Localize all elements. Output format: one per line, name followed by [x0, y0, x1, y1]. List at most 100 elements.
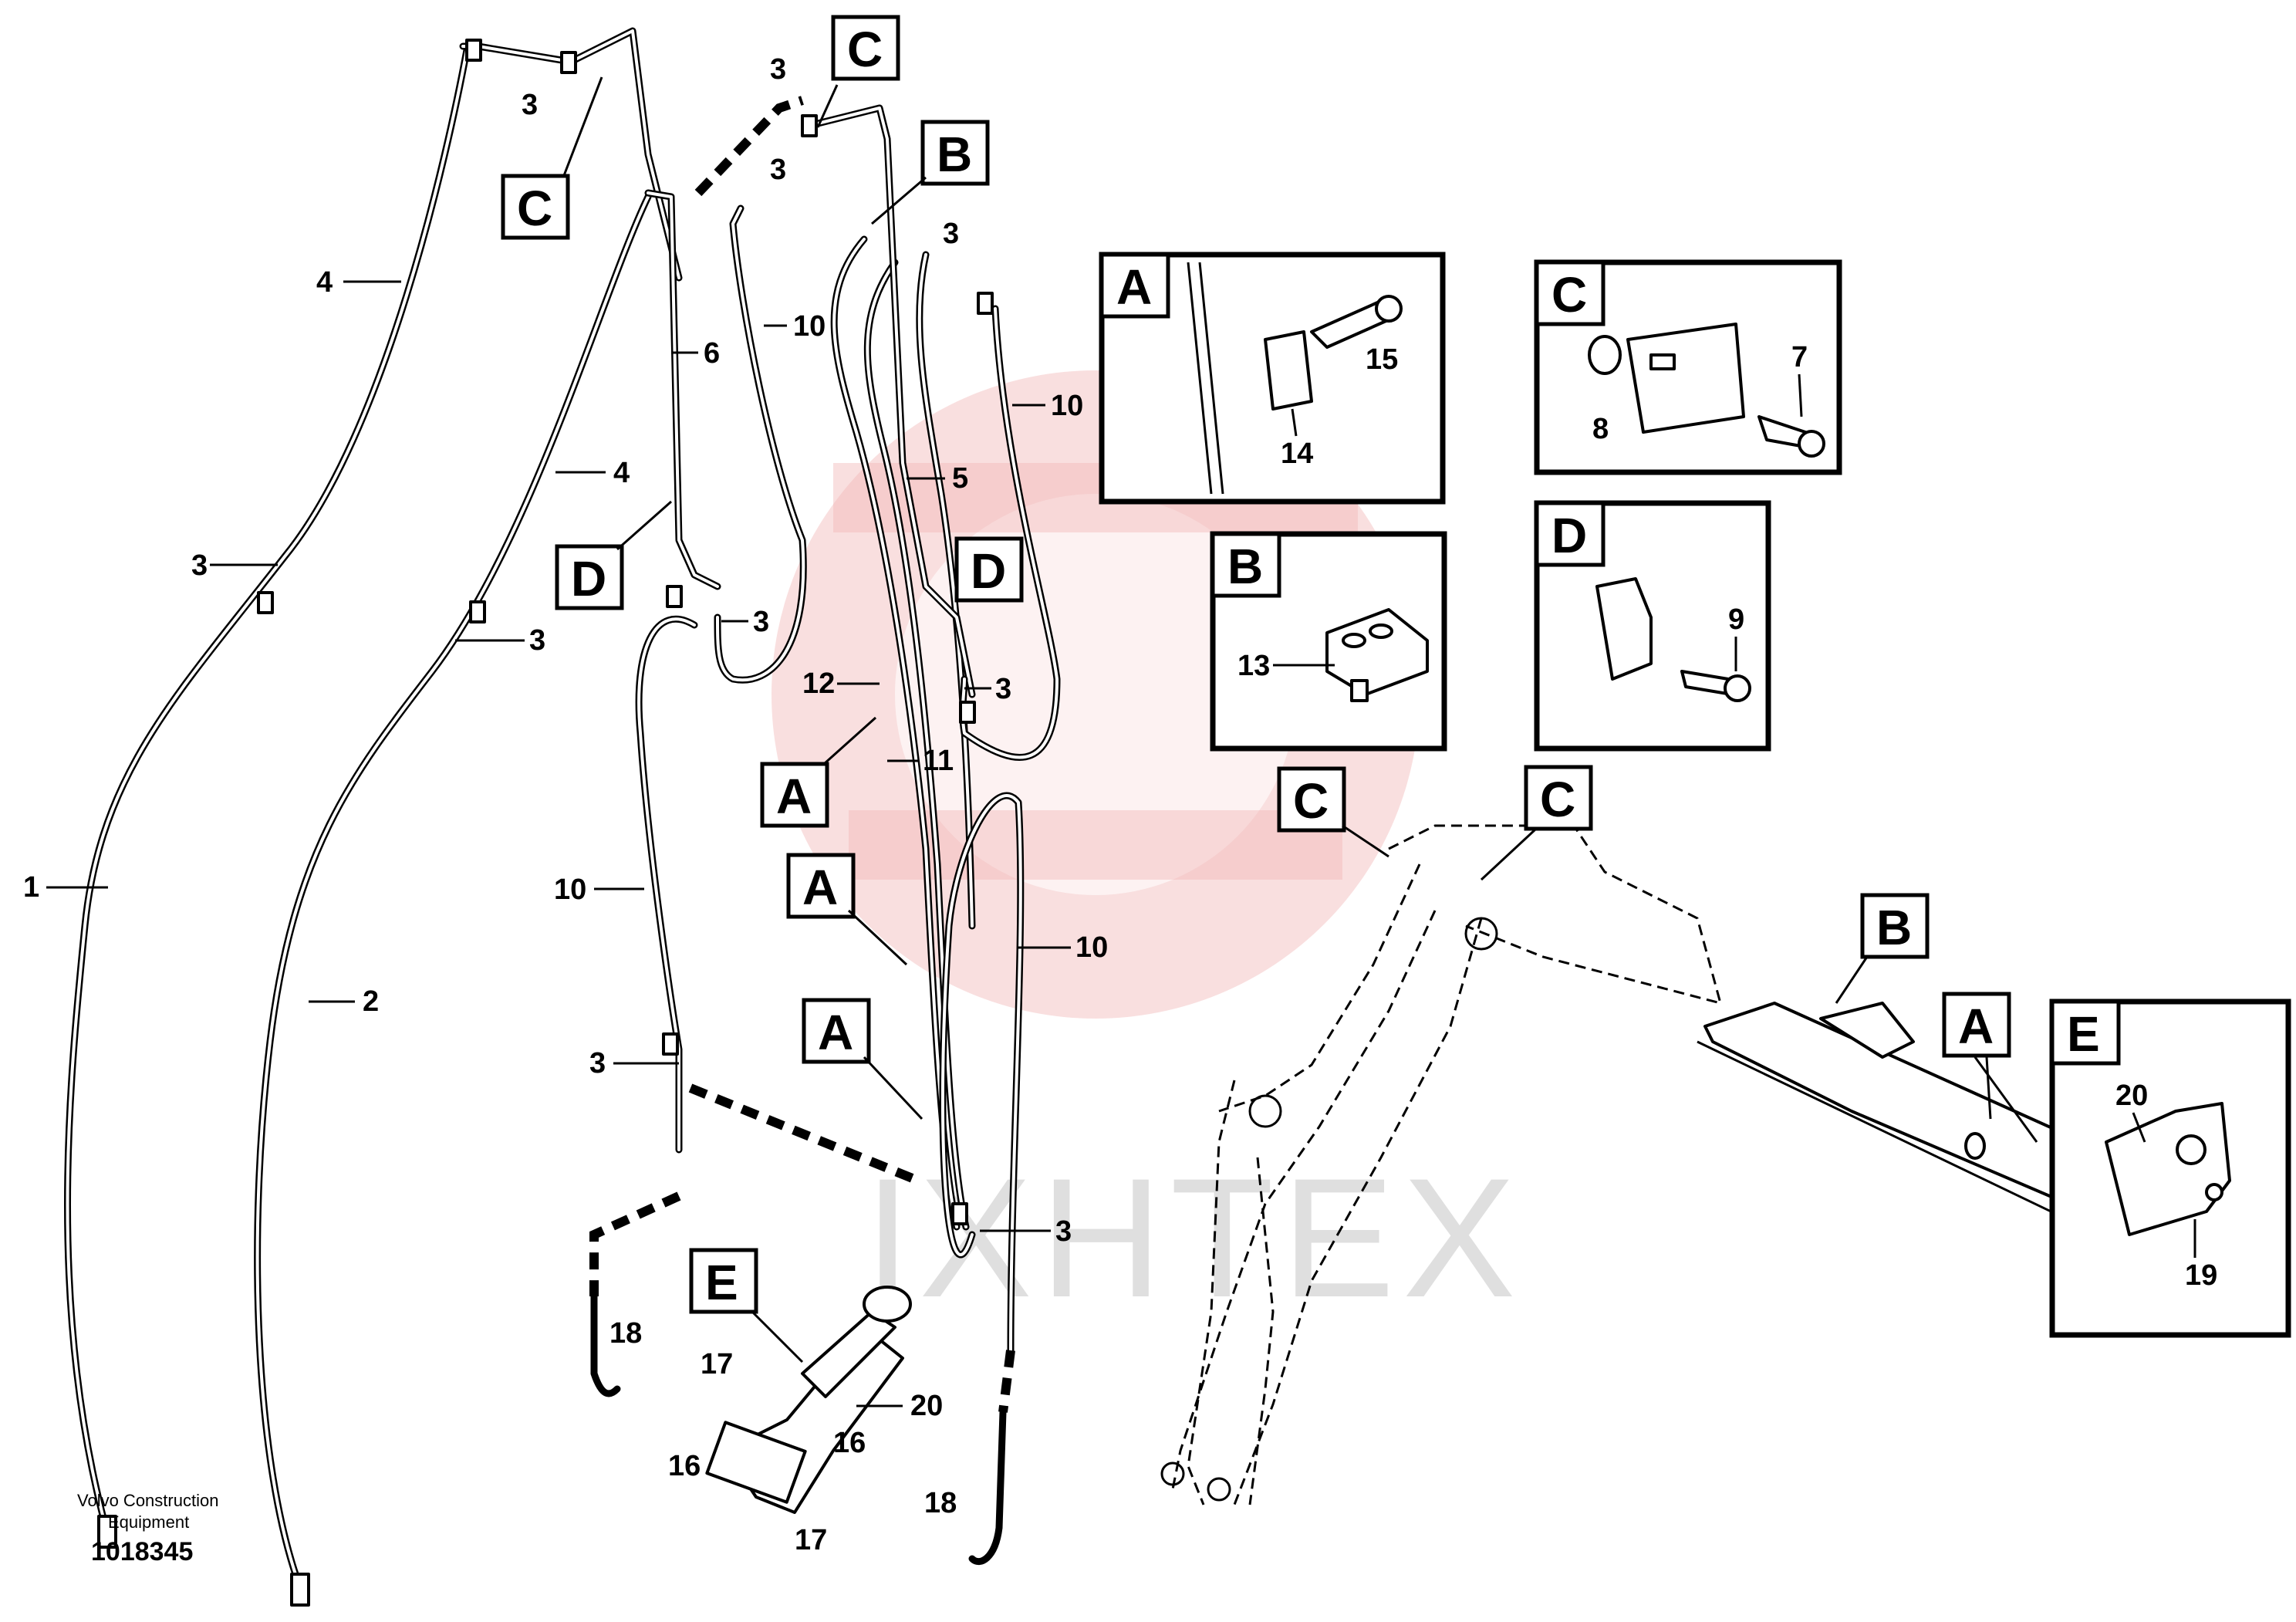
detail-c-content — [1588, 323, 1825, 458]
watermark-text: IXHTEX — [864, 1143, 1524, 1333]
hose-18-right — [968, 1408, 1007, 1566]
svg-text:E: E — [705, 1255, 738, 1310]
svg-text:B: B — [1227, 539, 1263, 594]
part-label-10c: 10 — [554, 874, 586, 906]
part-label-7: 7 — [1791, 341, 1808, 373]
callout-a-3: A — [802, 998, 923, 1120]
hose-1 — [64, 46, 471, 1549]
dashed-connection-top — [694, 96, 804, 197]
svg-text:A: A — [818, 1005, 853, 1060]
hose-10-lower-right — [939, 792, 1025, 1354]
dashed-connection-right — [998, 1350, 1015, 1413]
fittings — [257, 39, 994, 1225]
hose-10-right-loop — [959, 305, 1061, 761]
part-label-4a: 4 — [316, 266, 333, 299]
callout-c-left: C — [501, 76, 603, 240]
part-label-20a: 20 — [910, 1390, 943, 1422]
part-label-4b: 4 — [613, 457, 630, 489]
detail-e-content — [2105, 1102, 2231, 1236]
dashed-connection-mid — [688, 1083, 920, 1185]
callout-d-left: D — [555, 500, 672, 610]
part-label-3a: 3 — [770, 53, 786, 86]
part-label-6: 6 — [704, 337, 720, 370]
part-label-19: 19 — [2185, 1259, 2217, 1292]
part-label-5: 5 — [952, 462, 968, 495]
callout-c-boom-2: C — [1480, 765, 1593, 881]
company-name-line1: Volvo Construction — [77, 1491, 218, 1510]
hose-6 — [644, 189, 721, 590]
svg-text:E: E — [2067, 1006, 2100, 1062]
svg-text:C: C — [1551, 267, 1587, 323]
svg-text:A: A — [802, 860, 838, 915]
dashed-connection-left — [589, 1191, 681, 1296]
part-label-11: 11 — [923, 745, 954, 777]
part-label-10a: 10 — [793, 310, 826, 343]
company-name-line2: Equipment — [108, 1512, 189, 1532]
detail-d-content — [1595, 577, 1751, 702]
part-label-20b: 20 — [2115, 1080, 2148, 1112]
part-label-2: 2 — [363, 985, 379, 1018]
callout-a-1: A — [760, 716, 877, 828]
part-label-8: 8 — [1592, 413, 1609, 445]
svg-text:D: D — [1551, 508, 1587, 563]
svg-text:B: B — [1876, 900, 1912, 955]
svg-text:C: C — [517, 181, 552, 236]
svg-text:C: C — [1293, 773, 1329, 829]
part-label-3d: 3 — [943, 218, 959, 250]
part-label-12: 12 — [802, 667, 835, 700]
part-label-3e: 3 — [191, 549, 208, 582]
callout-d-right: D — [954, 536, 1024, 603]
drawing-number: 1018345 — [91, 1537, 193, 1566]
part-label-3c: 3 — [770, 154, 786, 186]
cylinder-20 — [705, 1286, 912, 1514]
part-label-1: 1 — [23, 871, 39, 904]
part-label-16a: 16 — [668, 1450, 701, 1482]
detail-a-content — [1187, 262, 1403, 495]
hose-18-left — [590, 1293, 621, 1397]
part-label-13: 13 — [1237, 650, 1270, 682]
callout-a-2: A — [786, 853, 908, 966]
part-label-14: 14 — [1281, 438, 1313, 470]
svg-text:D: D — [571, 551, 606, 607]
part-label-10b: 10 — [1051, 390, 1083, 422]
part-label-15: 15 — [1366, 343, 1398, 376]
boom-outline — [1160, 824, 1723, 1505]
part-label-17b: 17 — [795, 1524, 827, 1556]
detail-c-header: C — [1535, 260, 1606, 326]
callout-b-boom: B — [1835, 893, 1930, 1004]
hose-2 — [254, 193, 652, 1607]
hose-10-lower-left — [635, 615, 698, 1154]
part-label-18b: 18 — [924, 1487, 957, 1519]
part-label-9: 9 — [1728, 603, 1744, 636]
part-label-10d: 10 — [1075, 931, 1108, 964]
hose-5 — [814, 104, 976, 698]
callout-e-cylinder: E — [689, 1248, 804, 1363]
svg-text:D: D — [971, 543, 1006, 599]
hose-10-left-loop — [714, 204, 807, 684]
callout-a-boom: A — [1942, 992, 2038, 1143]
part-label-3j: 3 — [1055, 1215, 1072, 1248]
callout-c-boom-1: C — [1277, 766, 1389, 858]
callout-b-top: B — [871, 120, 990, 225]
part-label-3f: 3 — [529, 624, 545, 657]
part-label-3h: 3 — [995, 673, 1011, 705]
svg-text:A: A — [1958, 999, 1994, 1054]
part-label-17a: 17 — [701, 1348, 733, 1380]
part-label-3b: 3 — [522, 89, 538, 121]
part-label-16b: 16 — [833, 1427, 866, 1459]
part-label-3g: 3 — [753, 606, 769, 638]
svg-text:C: C — [847, 22, 883, 77]
detail-b-content — [1325, 608, 1429, 702]
part-label-3i: 3 — [589, 1047, 606, 1080]
detail-a-header: A — [1099, 252, 1170, 319]
detail-e-header: E — [2050, 999, 2121, 1066]
svg-text:B: B — [937, 127, 972, 182]
detail-d-header: D — [1535, 501, 1606, 567]
callout-c-top: C — [816, 15, 900, 128]
part-label-18a: 18 — [609, 1317, 642, 1350]
svg-text:A: A — [1116, 259, 1152, 315]
part-number-labels: 1 2 4 4 6 5 10 10 10 10 12 11 3 3 3 3 3 … — [23, 53, 2217, 1556]
svg-text:A: A — [776, 769, 812, 824]
svg-text:C: C — [1540, 772, 1575, 827]
